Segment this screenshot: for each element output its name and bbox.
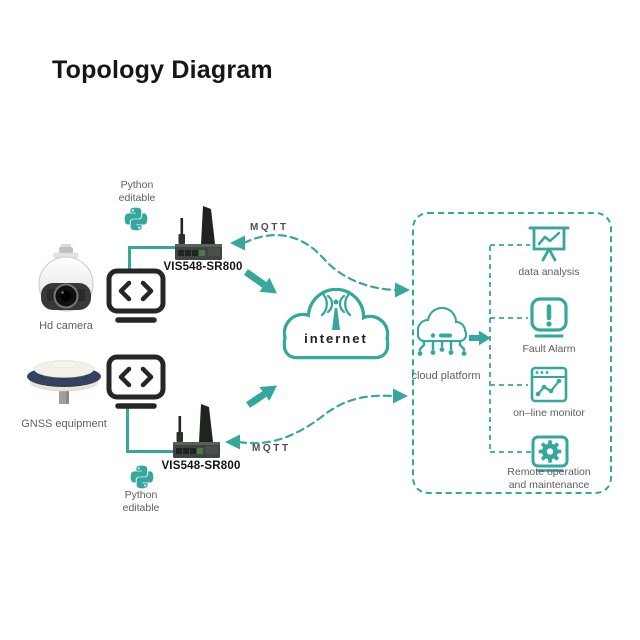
cloud-platform-icon: [416, 306, 468, 356]
mqtt-label-top: MQTT: [250, 222, 289, 233]
router-label-bottom: VIS548-SR800: [161, 460, 241, 472]
gnss-equipment-image: [27, 360, 101, 404]
service-label: Fault Alarm: [522, 343, 576, 355]
python-editable-label-top: Python editable: [118, 179, 156, 204]
solid-arrowhead-b: [259, 385, 277, 401]
mqtt-bottom-curve: [237, 394, 396, 445]
python-icon: [124, 207, 148, 231]
internet-label: internet: [304, 331, 368, 346]
services-panel: [412, 212, 612, 494]
python-editable-label-bottom: Python editable: [122, 489, 160, 514]
cloud-platform-label: cloud platform: [411, 370, 481, 382]
python-icon-bottom: [130, 465, 154, 489]
page-title: Topology Diagram: [52, 56, 273, 84]
service-label: Remote operation and maintenance: [507, 466, 591, 491]
internet-cloud: [282, 288, 390, 360]
solid-arrow-a-shaft: [243, 269, 267, 288]
code-monitor-icon-bottom: [106, 354, 166, 409]
router-image-top: [175, 206, 222, 260]
router-image-bottom: [173, 404, 220, 458]
mqtt-label-bottom: MQTT: [252, 443, 291, 454]
code-monitor-icon-top: [106, 268, 166, 323]
solid-arrow-b-shaft: [246, 391, 267, 408]
service-label: data analysis: [518, 266, 580, 278]
connector-top-vertical: [128, 246, 131, 272]
router-label-top: VIS548-SR800: [163, 261, 243, 273]
arrowhead-left-top: [230, 235, 245, 251]
antenna-broadcast-icon: [320, 291, 352, 330]
connector-top: [128, 246, 180, 249]
gnss-equipment-label: GNSS equipment: [21, 418, 107, 430]
hd-camera-label: Hd camera: [39, 320, 93, 332]
mqtt-top-curve: [242, 234, 398, 292]
gear-icon: [531, 435, 569, 472]
browser-chart-icon: [530, 366, 568, 403]
service-label: on–line monitor: [513, 407, 585, 419]
arrowhead-right-bottom: [393, 388, 408, 404]
connector-bottom: [126, 450, 182, 453]
connector-bottom-vertical: [126, 406, 129, 453]
chart-presentation-icon: [528, 226, 570, 262]
hd-camera-image: [38, 244, 94, 312]
alert-exclamation-icon: [530, 297, 568, 338]
